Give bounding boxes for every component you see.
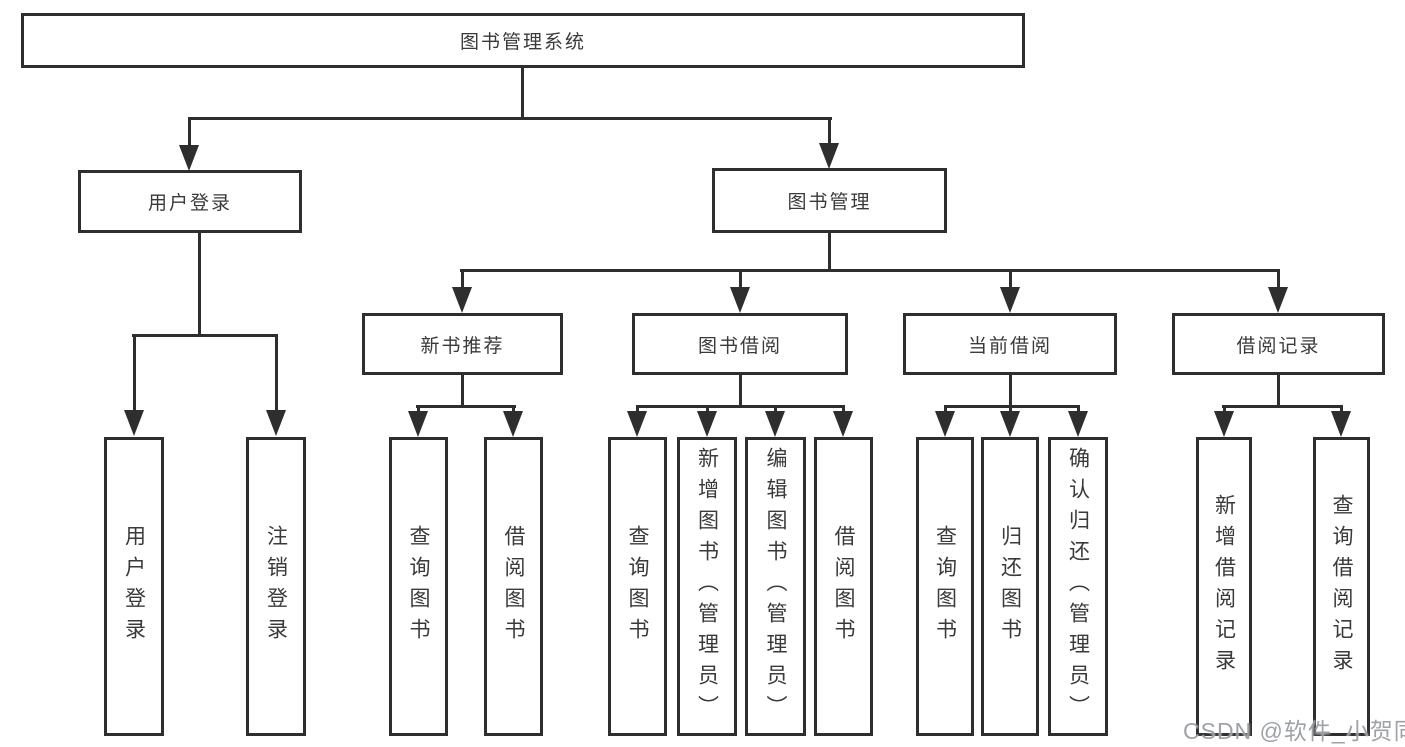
leaf-add-borrow-record: 新增借阅记录 bbox=[1196, 437, 1252, 736]
leaf-user-login: 用户登录 bbox=[104, 437, 164, 736]
connector-line bbox=[416, 405, 516, 408]
node-borrow-records: 借阅记录 bbox=[1172, 313, 1385, 375]
connector-line bbox=[774, 407, 777, 413]
connector-arrow-icon bbox=[503, 411, 523, 437]
leaf-logout: 注销登录 bbox=[246, 437, 306, 736]
connector-line bbox=[1277, 271, 1280, 289]
leaf-recommend-borrow-books: 借阅图书 bbox=[484, 437, 543, 736]
connector-line bbox=[188, 119, 191, 147]
connector-arrow-icon bbox=[1068, 411, 1088, 437]
connector-arrow-icon bbox=[935, 411, 955, 437]
node-user-login: 用户登录 bbox=[78, 170, 302, 233]
connector-line bbox=[739, 271, 742, 289]
leaf-borrow-query-books: 查询图书 bbox=[608, 437, 667, 736]
connector-line bbox=[417, 407, 420, 413]
node-current-borrow: 当前借阅 bbox=[903, 313, 1117, 375]
connector-line bbox=[275, 336, 278, 412]
leaf-user-login-label: 用户登录 bbox=[122, 524, 146, 649]
connector-line bbox=[1077, 407, 1080, 413]
leaf-add-books-admin: 新增图书（管理员） bbox=[677, 437, 737, 736]
connector-line bbox=[1009, 407, 1012, 413]
node-root-label: 图书管理系统 bbox=[459, 32, 586, 53]
connector-line bbox=[1222, 405, 1343, 408]
leaf-query-borrow-record: 查询借阅记录 bbox=[1313, 437, 1370, 736]
connector-line bbox=[461, 271, 464, 289]
connector-line bbox=[460, 269, 1280, 272]
connector-arrow-icon bbox=[819, 143, 839, 169]
connector-line bbox=[636, 405, 845, 408]
node-book-borrow-label: 图书借阅 bbox=[697, 335, 782, 357]
connector-arrow-icon bbox=[833, 411, 853, 437]
connector-arrow-icon bbox=[408, 411, 428, 437]
connector-arrow-icon bbox=[1331, 411, 1351, 437]
connector-arrow-icon bbox=[697, 411, 717, 437]
connector-line bbox=[1340, 407, 1343, 413]
leaf-return-books: 归还图书 bbox=[981, 437, 1039, 736]
connector-arrow-icon bbox=[1268, 287, 1288, 313]
leaf-add-borrow-record-label: 新增借阅记录 bbox=[1212, 493, 1236, 680]
connector-arrow-icon bbox=[179, 145, 199, 171]
csdn-watermark: CSDN @软件_小贺同学 bbox=[1183, 718, 1405, 744]
leaf-current-query-books-label: 查询图书 bbox=[933, 524, 957, 649]
connector-arrow-icon bbox=[765, 411, 785, 437]
leaf-confirm-return-admin: 确认归还（管理员） bbox=[1048, 437, 1108, 736]
connector-line bbox=[512, 407, 515, 413]
connector-arrow-icon bbox=[730, 287, 750, 313]
connector-line bbox=[944, 405, 1080, 408]
connector-line bbox=[636, 407, 639, 413]
connector-line bbox=[461, 373, 464, 408]
connector-line bbox=[739, 373, 742, 408]
leaf-return-books-label: 归还图书 bbox=[998, 524, 1022, 649]
node-new-book-recommend: 新书推荐 bbox=[362, 313, 563, 375]
node-root: 图书管理系统 bbox=[21, 13, 1025, 68]
connector-line bbox=[706, 407, 709, 413]
connector-arrow-icon bbox=[1214, 411, 1234, 437]
node-book-management-label: 图书管理 bbox=[787, 192, 872, 213]
node-book-management: 图书管理 bbox=[712, 168, 947, 233]
leaf-current-query-books: 查询图书 bbox=[916, 437, 974, 736]
leaf-edit-books-admin-label: 编辑图书（管理员） bbox=[764, 447, 787, 726]
connector-line bbox=[842, 407, 845, 413]
leaf-add-books-admin-label: 新增图书（管理员） bbox=[695, 447, 719, 726]
leaf-edit-books-admin: 编辑图书（管理员） bbox=[745, 437, 806, 736]
connector-arrow-icon bbox=[452, 287, 472, 313]
connector-line bbox=[1277, 373, 1280, 408]
connector-arrow-icon bbox=[1000, 287, 1020, 313]
leaf-query-borrow-record-label: 查询借阅记录 bbox=[1330, 493, 1353, 680]
connector-arrow-icon bbox=[266, 410, 286, 436]
connector-line bbox=[198, 231, 201, 336]
leaf-recommend-query-books-label: 查询图书 bbox=[407, 524, 430, 649]
connector-line bbox=[521, 64, 524, 119]
leaf-borrow-books-label: 借阅图书 bbox=[832, 524, 855, 649]
node-book-borrow: 图书借阅 bbox=[632, 313, 848, 375]
leaf-confirm-return-admin-label: 确认归还（管理员） bbox=[1066, 447, 1090, 726]
node-user-login-label: 用户登录 bbox=[147, 193, 232, 214]
node-borrow-records-label: 借阅记录 bbox=[1236, 335, 1321, 357]
connector-line bbox=[1223, 407, 1226, 413]
connector-line bbox=[1009, 373, 1012, 408]
leaf-recommend-borrow-books-label: 借阅图书 bbox=[502, 524, 525, 649]
node-current-borrow-label: 当前借阅 bbox=[967, 335, 1052, 357]
leaf-logout-label: 注销登录 bbox=[264, 524, 288, 649]
connector-arrow-icon bbox=[627, 411, 647, 437]
connector-arrow-icon bbox=[124, 410, 144, 436]
connector-line bbox=[1009, 271, 1012, 289]
connector-line bbox=[828, 231, 831, 272]
connector-arrow-icon bbox=[1000, 411, 1020, 437]
connector-line bbox=[944, 407, 947, 413]
connector-line bbox=[828, 119, 831, 147]
leaf-borrow-query-books-label: 查询图书 bbox=[626, 524, 649, 649]
connector-line bbox=[188, 117, 832, 120]
connector-line bbox=[133, 336, 136, 412]
leaf-borrow-books: 借阅图书 bbox=[814, 437, 873, 736]
connector-line bbox=[132, 334, 278, 337]
node-new-book-recommend-label: 新书推荐 bbox=[420, 335, 505, 357]
leaf-recommend-query-books: 查询图书 bbox=[389, 437, 448, 736]
